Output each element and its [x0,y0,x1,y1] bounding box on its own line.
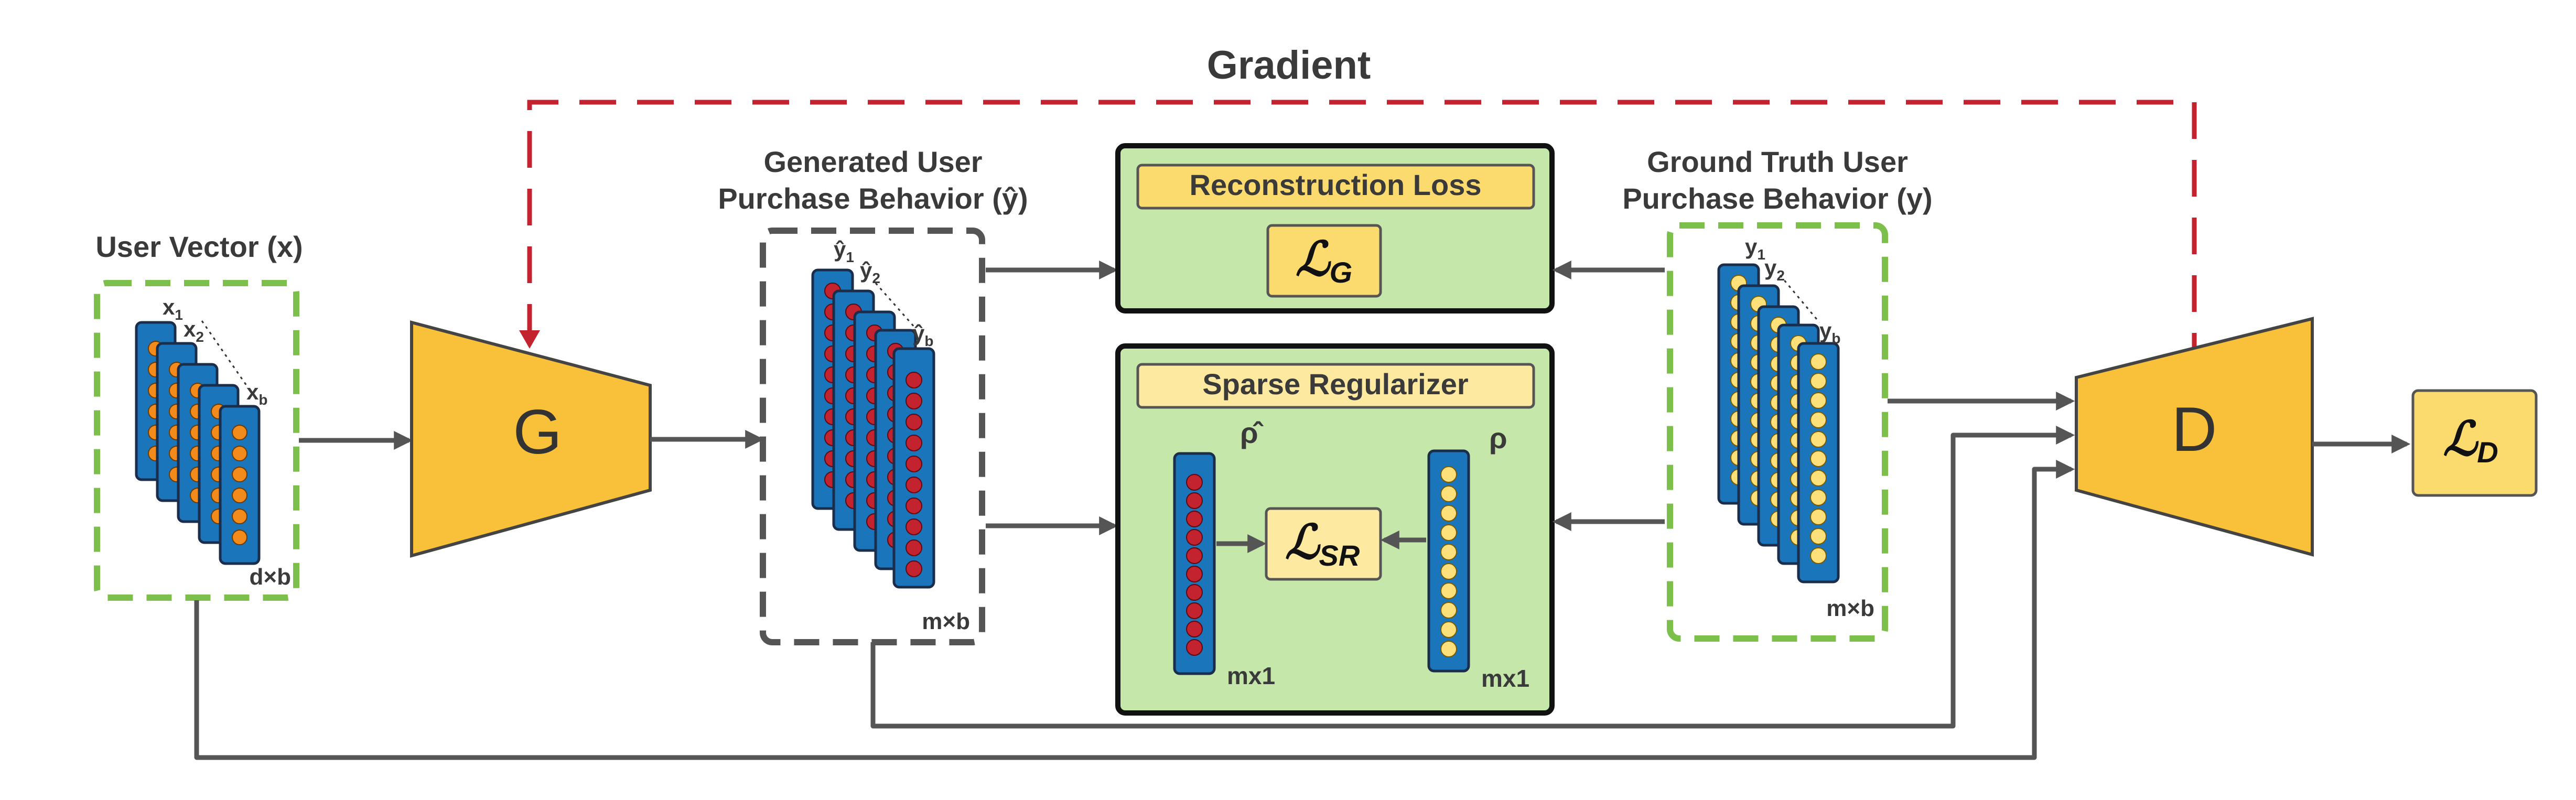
sparse-title-box [1136,363,1535,409]
discriminator-trapezoid [2075,317,2314,557]
user-vector-label: User Vector (x) [95,230,303,263]
rho-hat-dims: mx1 [1227,662,1275,689]
gradient-title: Gradient [1207,43,1371,88]
generated-label-line1: Generated User [763,145,982,178]
rho-vector [1427,449,1470,673]
generated-y1: ŷ1 [834,237,854,265]
user-vector-x1: x1 [163,295,183,323]
ground-truth-dims: m×b [1826,596,1874,621]
ground-truth-label-line1: Ground Truth User [1647,145,1908,178]
ground-truth-label-line2: Purchase Behavior (y) [1622,182,1932,215]
loss-d-box [2411,389,2538,497]
arrow-x-to-d [194,460,2075,760]
rho-dims: mx1 [1481,665,1529,692]
loss-g-box [1266,224,1382,298]
user-vector-stack [135,320,261,565]
user-vector-xb: xb [246,380,267,408]
generated-dims: m×b [922,609,970,634]
generated-y2: ŷ2 [860,258,880,286]
ground-truth-y2: y2 [1764,255,1785,284]
ground-truth-dashed-box [1667,222,1888,642]
arrow-generated-to-d [870,426,2075,729]
ground-truth-stack [1717,263,1840,583]
reconstruction-title: Reconstruction Loss [1190,168,1482,201]
rho-label: ρ [1489,421,1507,455]
ground-truth-y1: y1 [1745,234,1765,263]
generated-yb: ŷb [912,321,933,349]
reconstruction-title-box [1136,164,1535,210]
sparse-title: Sparse Regularizer [1202,367,1468,401]
ground-truth-yb: yb [1819,318,1840,347]
user-vector-x2: x2 [184,317,204,345]
generator-trapezoid [410,320,652,558]
generated-stack [811,268,935,589]
generated-label-line2: Purchase Behavior (ŷ) [718,182,1028,215]
generator-label: G [513,397,562,467]
loss-d-symbol: ℒD [2443,414,2498,469]
discriminator-label: D [2172,394,2217,464]
rho-hat-vector [1173,452,1216,675]
user-vector-dims: d×b [250,564,291,590]
gradient-path [527,100,2197,351]
loss-sr-symbol: ℒSR [1285,517,1360,572]
user-vector-dashed-box [94,280,299,601]
gradient-arrowhead [519,330,540,349]
loss-g-symbol: ℒG [1296,234,1352,289]
